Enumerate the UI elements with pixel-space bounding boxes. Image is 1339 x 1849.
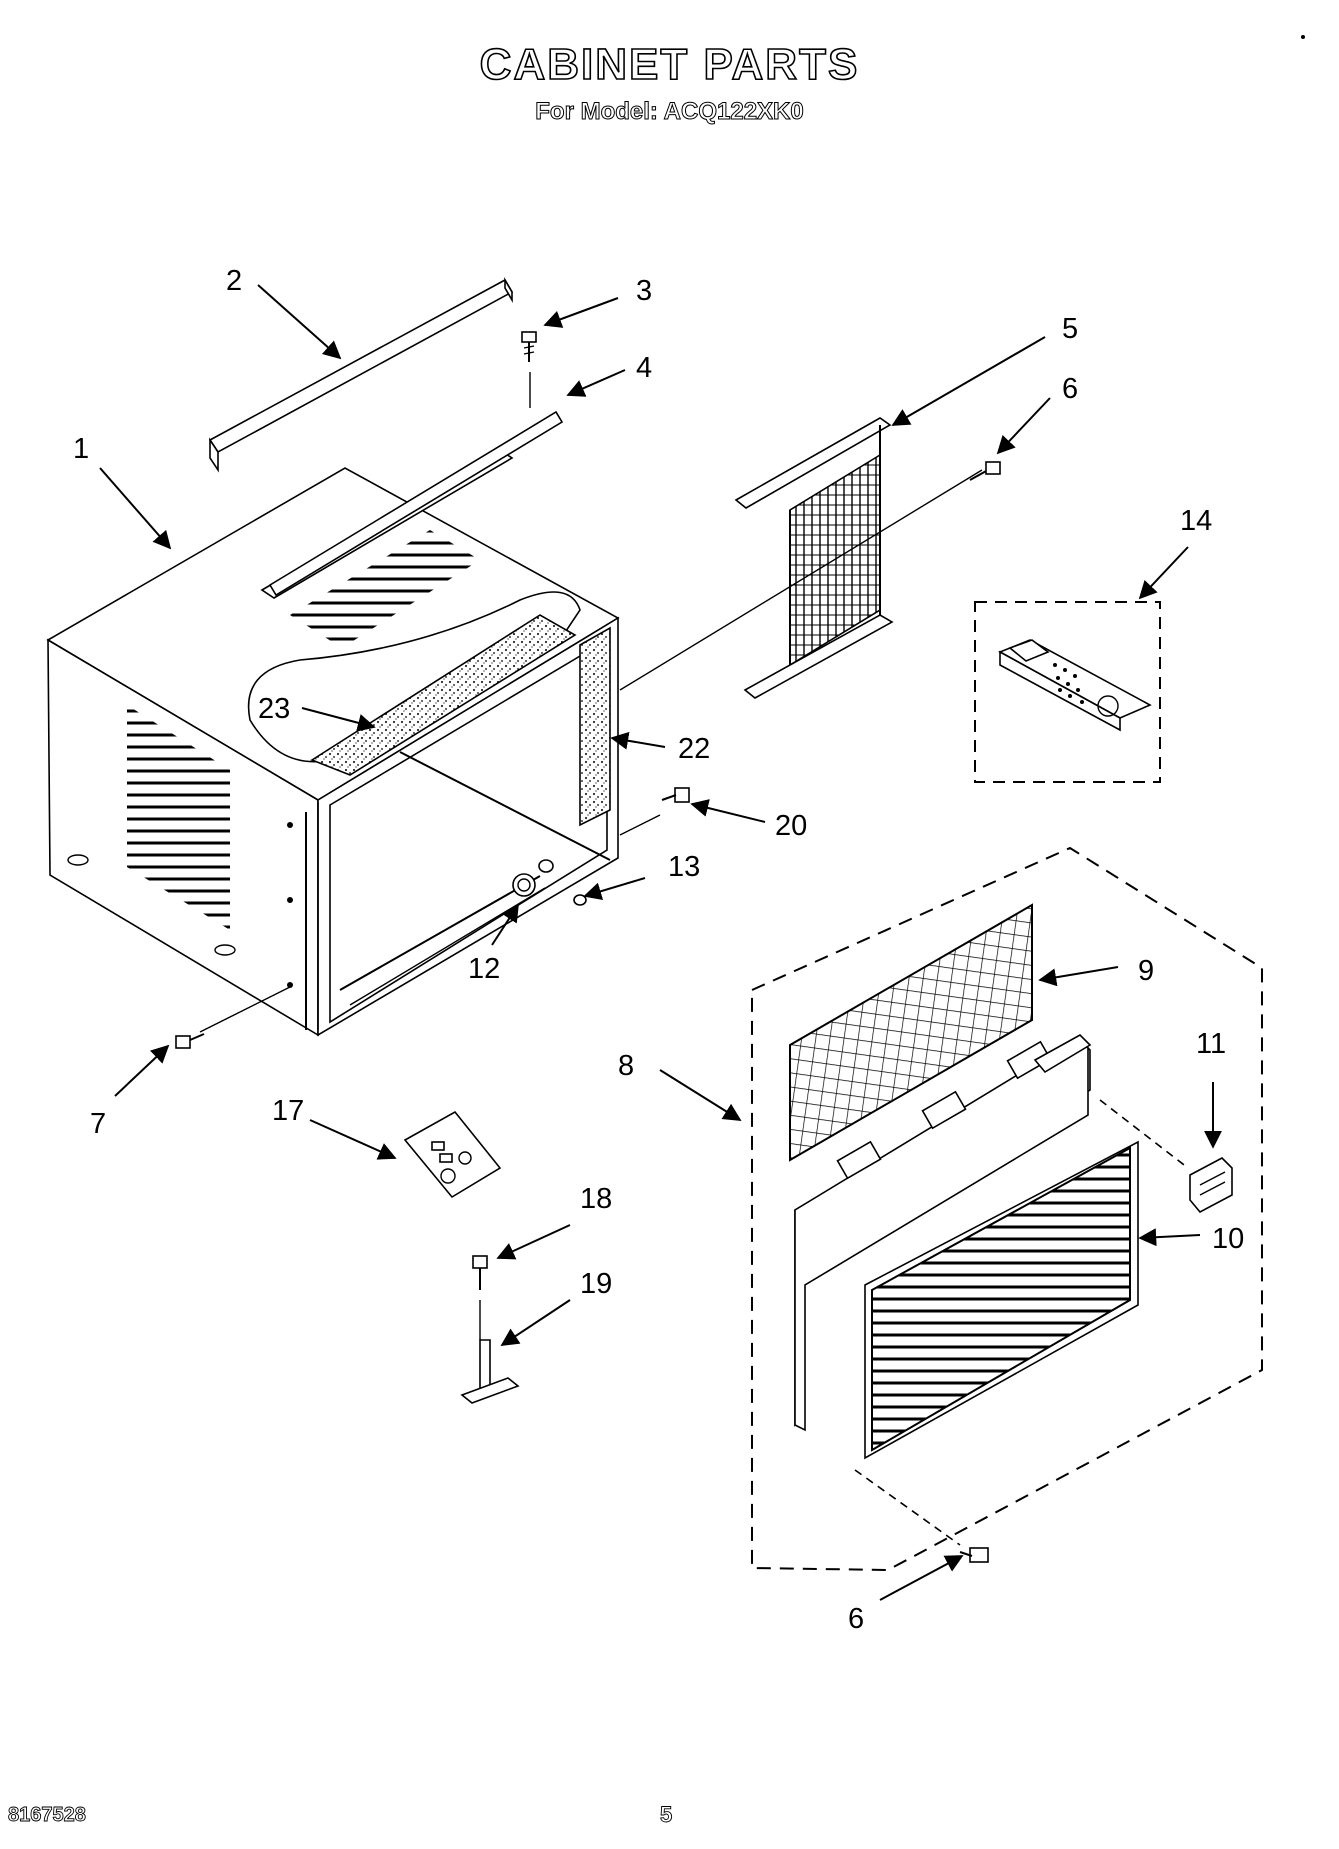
callout-6-upper: 6: [1062, 373, 1078, 405]
bracket-part-19: [460, 1339, 520, 1404]
callout-11: 11: [1196, 1028, 1226, 1060]
side-seal-part-22: [579, 626, 611, 827]
callout-20: 20: [775, 810, 807, 842]
callout-7: 7: [90, 1108, 106, 1140]
callout-5: 5: [1062, 313, 1078, 345]
callout-10: 10: [1212, 1223, 1244, 1255]
remote-control-part-14: [974, 601, 1161, 783]
callout-17: 17: [272, 1095, 304, 1127]
cabinet-top-louvers: [290, 530, 480, 648]
screw-part-7: [175, 985, 293, 1049]
callout-1: 1: [73, 433, 89, 465]
corner-mark: [1301, 35, 1305, 39]
front-grille-part-10: [864, 1140, 1139, 1460]
screw-part-3: [521, 331, 537, 408]
bracket-part-17: [403, 1110, 502, 1199]
louver-knob-part-11: [1099, 1099, 1233, 1214]
cabinet-side-louvers: [127, 705, 230, 930]
callout-9: 9: [1138, 955, 1154, 987]
callout-8: 8: [618, 1050, 634, 1082]
top-seal-part-23: [247, 591, 581, 776]
callout-13: 13: [668, 851, 700, 883]
callout-2: 2: [226, 265, 242, 297]
front-panel-assembly-part-8: [751, 846, 1263, 1572]
callout-3: 3: [636, 275, 652, 307]
model-subtitle: For Model: ACQ122XK0: [535, 98, 805, 126]
screw-part-20: [619, 787, 690, 836]
callout-14: 14: [1180, 505, 1212, 537]
page-title: CABINET PARTS: [479, 39, 860, 90]
gasket-strip-part-4: [268, 410, 564, 597]
page-number: 5: [660, 1802, 673, 1828]
callout-18: 18: [580, 1183, 612, 1215]
rear-grille-part-5: [619, 417, 983, 699]
document-number: 8167528: [8, 1804, 87, 1827]
screw-part-18: [472, 1255, 488, 1340]
screw-part-6-upper: [969, 461, 1001, 481]
air-filter-part-9: [789, 903, 1033, 1162]
screw-part-6-lower: [854, 1469, 989, 1563]
callout-22: 22: [678, 733, 710, 765]
washer-part-13: [538, 859, 587, 906]
top-rail-part-2: [208, 277, 514, 473]
leader-arrows: [99, 284, 1222, 1601]
callout-23: 23: [258, 693, 290, 725]
callout-12: 12: [468, 953, 500, 985]
callout-4: 4: [636, 352, 652, 384]
callout-19: 19: [580, 1268, 612, 1300]
callout-6-lower: 6: [848, 1603, 864, 1635]
front-panel-frame: [794, 1034, 1092, 1432]
